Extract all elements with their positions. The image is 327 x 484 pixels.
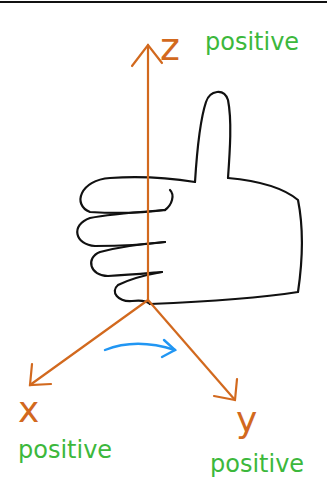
hand-back xyxy=(150,178,302,304)
axes xyxy=(30,45,237,400)
rotation-curve xyxy=(105,344,175,350)
axis-letter: z xyxy=(160,28,180,66)
arrowhead xyxy=(162,340,175,357)
finger xyxy=(115,272,162,304)
rotation-arrow xyxy=(105,340,175,357)
hand-drawing xyxy=(77,92,302,304)
thumb xyxy=(195,92,230,182)
axis-letter: x xyxy=(18,392,39,428)
arrowhead xyxy=(214,379,237,400)
knuckle xyxy=(165,190,172,210)
finger xyxy=(77,210,165,246)
axis-note: positive xyxy=(210,452,304,476)
axis-note: positive xyxy=(18,438,112,462)
y-axis xyxy=(148,300,235,400)
z-axis xyxy=(147,45,149,300)
top-rule xyxy=(0,1,327,3)
finger xyxy=(91,242,165,276)
x-axis xyxy=(30,300,148,385)
axis-letter: y xyxy=(236,402,257,438)
axis-note: positive xyxy=(205,30,299,54)
finger xyxy=(80,177,195,213)
arrowhead xyxy=(30,364,51,385)
arrowhead xyxy=(132,45,162,66)
